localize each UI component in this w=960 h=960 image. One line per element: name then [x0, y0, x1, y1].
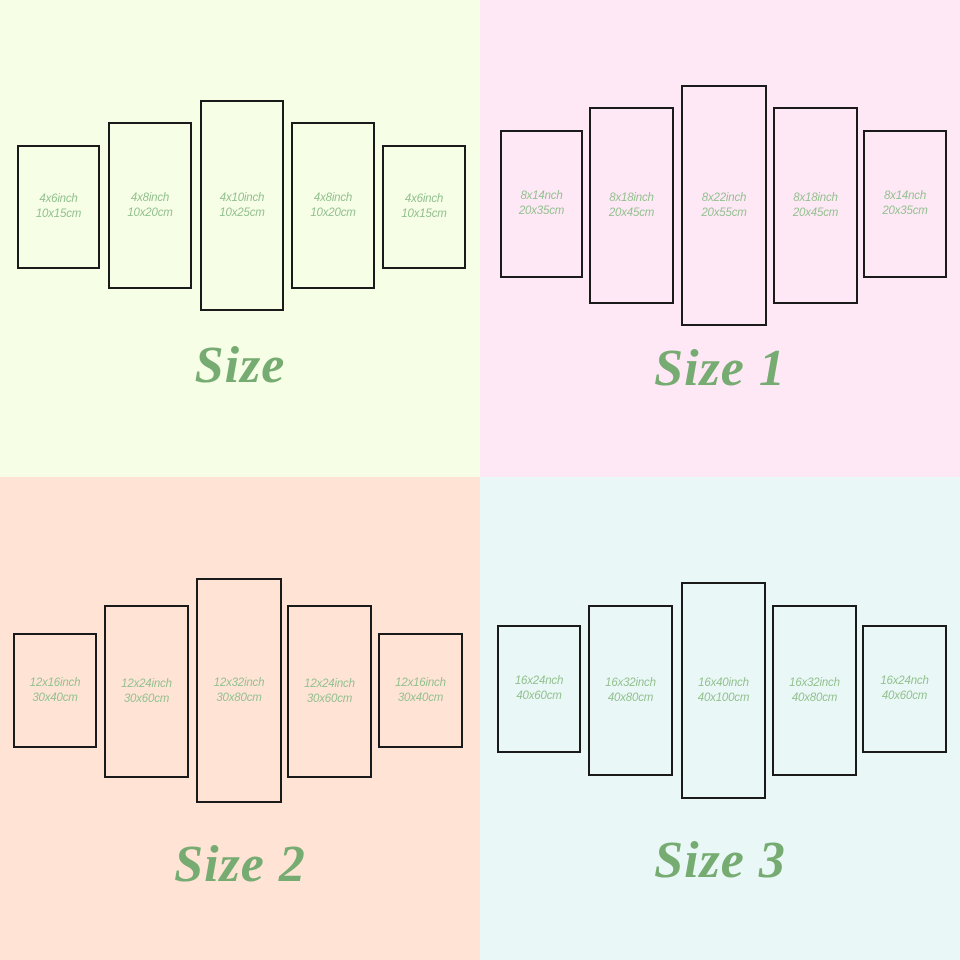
canvas-panel: 8x18inch 20x45cm: [589, 107, 674, 304]
canvas-panel: 4x6inch 10x15cm: [382, 145, 466, 269]
canvas-panel: 8x18inch 20x45cm: [773, 107, 858, 304]
panel-size-inch: 16x40inch: [698, 676, 749, 689]
panel-size-cm: 40x100cm: [697, 691, 750, 704]
canvas-panel: 12x24inch 30x60cm: [104, 605, 189, 778]
panel-size-inch: 12x32inch: [213, 676, 265, 689]
panel-size-cm: 20x45cm: [792, 206, 839, 219]
canvas-panel: 8x14nch 20x35cm: [863, 130, 947, 278]
panel-size-inch: 4x8inch: [313, 191, 353, 204]
canvas-panel: 4x8inch 10x20cm: [108, 122, 192, 289]
panel-size-cm: 10x25cm: [219, 206, 265, 219]
panel-size-cm: 10x20cm: [127, 206, 173, 219]
panel-size-inch: 4x6inch: [404, 193, 444, 205]
size-option-title: Size 3: [654, 832, 786, 889]
panel-size-inch: 12x24inch: [304, 677, 355, 690]
size-option-top-left[interactable]: 4x6inch 10x15cm 4x8inch 10x20cm 4x10inch 10x2…: [0, 0, 480, 477]
size-option-title: Size: [194, 337, 286, 394]
panel-size-cm: 30x60cm: [123, 692, 170, 705]
panel-size-cm: 30x40cm: [32, 691, 78, 704]
panel-size-cm: 20x55cm: [701, 206, 747, 219]
panel-size-inch: 4x6inch: [39, 193, 78, 205]
canvas-panel: 8x14nch 20x35cm: [500, 130, 583, 278]
panel-size-cm: 10x20cm: [310, 206, 356, 219]
canvas-panel: 16x32inch 40x80cm: [588, 605, 673, 776]
size-option-title: Size 1: [654, 340, 786, 397]
panel-size-cm: 30x40cm: [397, 691, 444, 704]
panel-size-inch: 12x16inch: [395, 676, 446, 689]
canvas-panel: 12x16inch 30x40cm: [13, 633, 97, 748]
panel-size-inch: 12x24inch: [121, 677, 172, 690]
panel-size-cm: 40x60cm: [881, 690, 928, 702]
canvas-panel: 12x32inch 30x80cm: [196, 578, 282, 803]
panel-size-cm: 30x60cm: [306, 692, 353, 705]
canvas-panel: 12x24inch 30x60cm: [287, 605, 372, 778]
canvas-panel: 16x40inch 40x100cm: [681, 582, 766, 799]
size-option-title: Size 2: [174, 836, 306, 893]
panel-size-cm: 40x80cm: [607, 691, 654, 704]
canvas-panel: 4x6inch 10x15cm: [17, 145, 100, 269]
panel-size-inch: 8x18inch: [793, 191, 838, 204]
panel-size-inch: 12x16inch: [29, 676, 81, 689]
panel-size-inch: 4x10inch: [219, 191, 265, 204]
panel-size-inch: 8x14nch: [520, 190, 563, 202]
panel-size-inch: 16x24nch: [514, 675, 564, 687]
panel-size-inch: 16x24nch: [880, 675, 929, 687]
panel-size-inch: 16x32inch: [605, 676, 656, 689]
panel-size-inch: 8x22inch: [701, 191, 747, 204]
panel-size-cm: 10x15cm: [35, 208, 82, 220]
canvas-panel: 16x32inch 40x80cm: [772, 605, 857, 776]
panel-size-inch: 4x8inch: [130, 191, 170, 204]
canvas-panel: 4x10inch 10x25cm: [200, 100, 284, 311]
panel-size-inch: 8x14nch: [883, 190, 927, 202]
size-option-top-right[interactable]: 8x14nch 20x35cm 8x18inch 20x45cm 8x22inch 20x…: [480, 0, 960, 477]
panel-size-inch: 16x32inch: [789, 676, 840, 689]
panel-size-cm: 20x35cm: [882, 205, 928, 217]
canvas-panel: 12x16inch 30x40cm: [378, 633, 463, 748]
size-option-bottom-left[interactable]: 12x16inch 30x40cm 12x24inch 30x60cm 12x32inc…: [0, 477, 480, 960]
panel-size-cm: 20x35cm: [518, 205, 565, 217]
canvas-panel: 16x24nch 40x60cm: [497, 625, 581, 753]
panel-size-cm: 40x60cm: [516, 690, 562, 702]
panel-size-cm: 20x45cm: [608, 206, 655, 219]
canvas-panel: 8x22inch 20x55cm: [681, 85, 767, 326]
panel-size-cm: 10x15cm: [401, 208, 447, 220]
size-option-bottom-right[interactable]: 16x24nch 40x60cm 16x32inch 40x80cm 16x40inch…: [480, 477, 960, 960]
canvas-panel: 4x8inch 10x20cm: [291, 122, 375, 289]
panel-size-inch: 8x18inch: [609, 191, 654, 204]
panel-size-cm: 30x80cm: [216, 691, 262, 704]
panel-size-cm: 40x80cm: [791, 691, 838, 704]
canvas-panel: 16x24nch 40x60cm: [862, 625, 947, 753]
